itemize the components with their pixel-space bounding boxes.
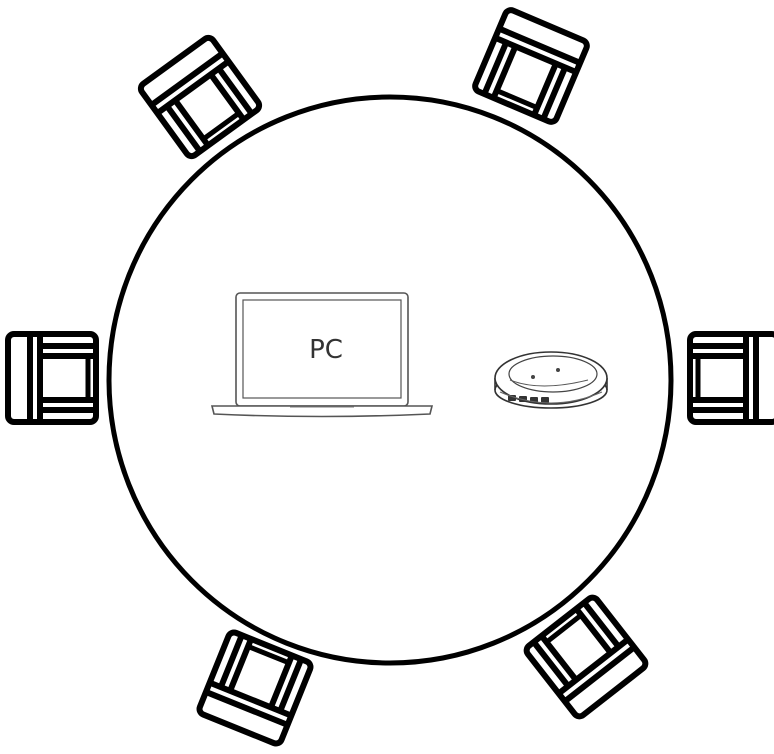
pc-label: PC bbox=[309, 335, 343, 365]
chair-right-icon bbox=[690, 334, 774, 422]
chair-top-right-icon bbox=[473, 8, 588, 123]
laptop-icon: PC bbox=[210, 292, 434, 418]
speakerphone-icon bbox=[494, 351, 608, 409]
chair-left-icon bbox=[8, 334, 96, 422]
